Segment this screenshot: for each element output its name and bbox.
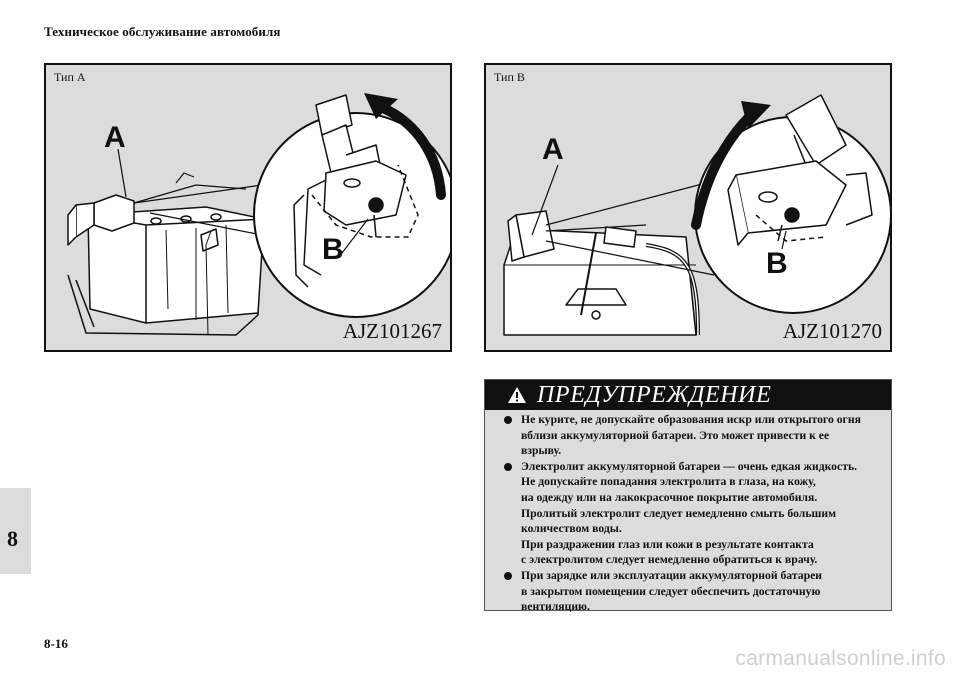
page-header-title: Техническое обслуживание автомобиля bbox=[44, 24, 281, 39]
warning-triangle-icon bbox=[508, 387, 526, 403]
chapter-side-tab: 8 bbox=[0, 488, 31, 574]
figure-label: Тип A bbox=[54, 70, 86, 84]
figure-type-b: Тип B A B AJZ101270 bbox=[484, 63, 892, 352]
warning-box: ПРЕДУПРЕЖДЕНИЕ Не курите, не допускайте … bbox=[484, 379, 892, 613]
warning-line: При зарядке или эксплуатации аккумулятор… bbox=[521, 568, 823, 582]
warning-line: количеством воды. bbox=[521, 522, 622, 536]
figure-label: Тип B bbox=[494, 70, 525, 84]
warning-item: Не курите, не допускайте образования иск… bbox=[491, 412, 883, 459]
callout-b: B bbox=[322, 233, 344, 266]
warning-line: вентиляцию. bbox=[521, 600, 590, 614]
warning-item: Электролит аккумуляторной батареи — очен… bbox=[491, 459, 883, 568]
battery-type-a-illustration bbox=[67, 93, 450, 336]
warning-item: При зарядке или эксплуатации аккумулятор… bbox=[491, 568, 883, 615]
warning-line: Не курите, не допускайте образования иск… bbox=[521, 413, 861, 426]
warning-title: ПРЕДУПРЕЖДЕНИЕ bbox=[537, 382, 772, 408]
page-number: 8-16 bbox=[44, 636, 68, 651]
bullet-icon bbox=[504, 571, 512, 580]
chapter-number: 8 bbox=[7, 526, 18, 551]
callout-a: A bbox=[104, 121, 126, 154]
callout-b: B bbox=[766, 247, 788, 280]
warning-list: Не курите, не допускайте образования иск… bbox=[491, 412, 883, 615]
warning-line: с электролитом следует немедленно обрати… bbox=[521, 553, 818, 567]
watermark: carmanualsonline.info bbox=[735, 647, 946, 670]
warning-line: При раздражении глаз или кожи в результа… bbox=[521, 537, 814, 551]
warning-line: вблизи аккумуляторной батареи. Это может… bbox=[521, 428, 830, 442]
warning-line: на одежду или на лакокрасочное покрытие … bbox=[521, 490, 818, 504]
warning-header: ПРЕДУПРЕЖДЕНИЕ bbox=[485, 380, 891, 410]
callout-a: A bbox=[542, 133, 564, 166]
warning-line: Не допускайте попадания электролита в гл… bbox=[521, 475, 816, 489]
bullet-icon bbox=[504, 462, 512, 471]
figure-code: AJZ101267 bbox=[342, 319, 442, 343]
warning-line: в закрытом помещении следует обеспечить … bbox=[521, 584, 821, 598]
figure-code: AJZ101270 bbox=[782, 319, 882, 343]
figure-type-a: Тип A A B AJZ101267 bbox=[44, 63, 452, 352]
warning-line: взрыву. bbox=[521, 444, 562, 458]
warning-line: Пролитый электролит следует немедленно с… bbox=[521, 506, 837, 520]
warning-line: Электролит аккумуляторной батареи — очен… bbox=[521, 459, 858, 473]
battery-type-b-illustration bbox=[503, 94, 890, 336]
bullet-icon bbox=[504, 416, 512, 424]
